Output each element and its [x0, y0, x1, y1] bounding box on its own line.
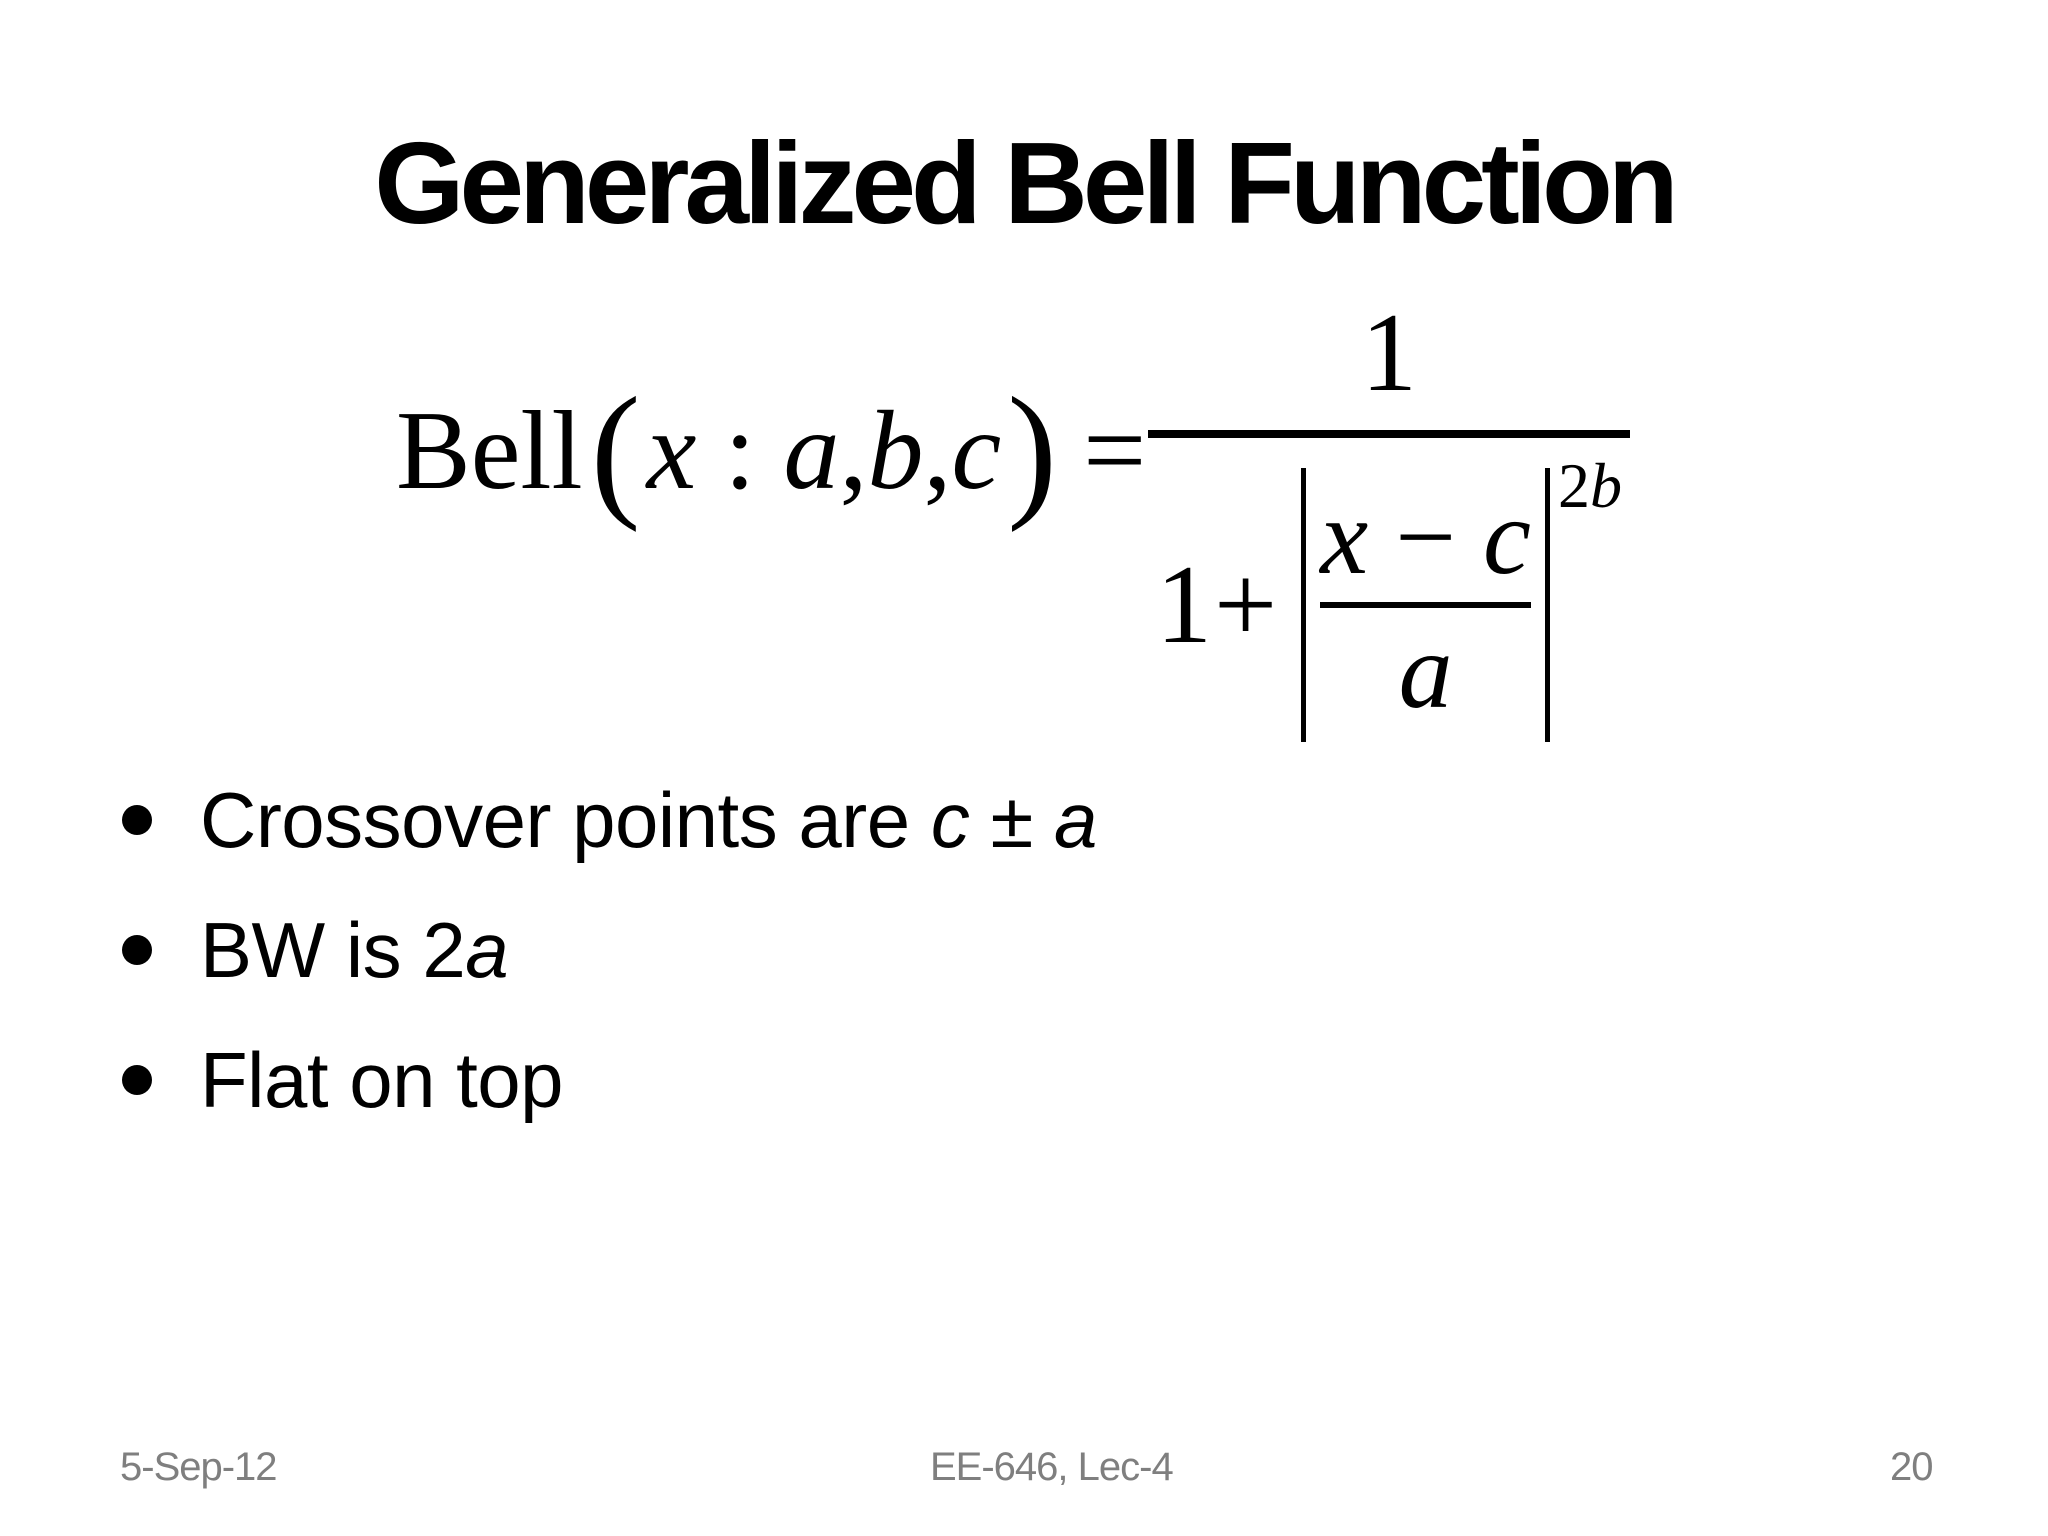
- bullet-item-bandwidth: BW is 2a: [100, 885, 1900, 1015]
- open-paren: (: [590, 367, 641, 533]
- fraction-numerator: 1: [1361, 291, 1417, 415]
- inner-fraction-numerator: x − c: [1320, 478, 1531, 597]
- function-name: Bell: [396, 389, 583, 513]
- exponent: 2b: [1557, 450, 1622, 521]
- fraction-bar: [1148, 430, 1630, 438]
- inner-fraction-denominator: a: [1398, 612, 1453, 731]
- bullet-list: Crossover points are c ± a BW is 2a Flat…: [100, 755, 1900, 1145]
- footer-course-label: EE-646, Lec-4: [930, 1445, 1174, 1489]
- inner-fraction-bar: [1320, 602, 1531, 608]
- function-arguments: x : a,b,c: [646, 389, 1002, 513]
- bullet-text: BW is 2a: [200, 906, 509, 994]
- abs-bar-right: [1544, 468, 1550, 742]
- close-paren: ): [1007, 367, 1058, 533]
- equals-sign: =: [1083, 389, 1147, 513]
- equation-left-side: Bell ( x : a,b,c ) =: [396, 363, 1147, 525]
- slide-title: Generalized Bell Function: [374, 118, 1678, 248]
- bullet-text: Crossover points are c ± a: [200, 776, 1097, 864]
- footer-page-number: 20: [1890, 1445, 1933, 1489]
- bullet-dot-icon: [122, 805, 152, 835]
- main-fraction: 1 1+ x − c a 2b: [1148, 297, 1630, 742]
- abs-bar-left: [1301, 468, 1307, 742]
- fraction-denominator: 1+ x − c a 2b: [1148, 454, 1630, 742]
- bullet-item-flat-top: Flat on top: [100, 1015, 1900, 1145]
- bullet-item-crossover: Crossover points are c ± a: [100, 755, 1900, 885]
- bullet-dot-icon: [122, 1065, 152, 1095]
- inner-fraction: x − c a: [1306, 484, 1545, 726]
- bullet-dot-icon: [122, 935, 152, 965]
- footer-date: 5-Sep-12: [120, 1445, 278, 1489]
- denominator-prefix: 1+: [1156, 543, 1280, 667]
- bullet-text: Flat on top: [200, 1036, 564, 1124]
